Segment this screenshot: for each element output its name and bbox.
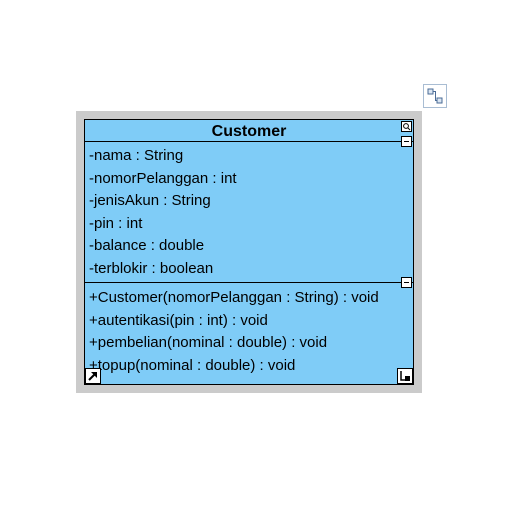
attribute-pin[interactable]: -pin : int bbox=[89, 215, 143, 232]
zoom-icon[interactable] bbox=[401, 121, 412, 132]
uml-class-customer[interactable]: Customer -nama : String -nomorPelanggan … bbox=[84, 119, 414, 385]
shortcut-arrow-icon[interactable] bbox=[85, 368, 101, 384]
attributes-compartment: -nama : String -nomorPelanggan : int -je… bbox=[85, 142, 413, 283]
connector-icon[interactable] bbox=[423, 84, 447, 108]
attribute-nama[interactable]: -nama : String bbox=[89, 147, 184, 164]
attribute-nomor-pelanggan[interactable]: -nomorPelanggan : int bbox=[89, 170, 237, 187]
operation-pembelian[interactable]: +pembelian(nominal : double) : void bbox=[89, 334, 328, 351]
resize-handle-icon[interactable] bbox=[397, 368, 413, 384]
collapse-operations-icon[interactable] bbox=[401, 277, 412, 288]
attribute-jenis-akun[interactable]: -jenisAkun : String bbox=[89, 192, 211, 209]
operation-customer[interactable]: +Customer(nomorPelanggan : String) : voi… bbox=[89, 289, 379, 306]
attribute-balance[interactable]: -balance : double bbox=[89, 237, 205, 254]
class-name[interactable]: Customer bbox=[85, 120, 413, 142]
operation-topup[interactable]: +topup(nominal : double) : void bbox=[89, 357, 296, 374]
attribute-terblokir[interactable]: -terblokir : boolean bbox=[89, 260, 214, 277]
operations-compartment: +Customer(nomorPelanggan : String) : voi… bbox=[85, 283, 413, 384]
operation-autentikasi[interactable]: +autentikasi(pin : int) : void bbox=[89, 312, 268, 329]
collapse-attributes-icon[interactable] bbox=[401, 136, 412, 147]
